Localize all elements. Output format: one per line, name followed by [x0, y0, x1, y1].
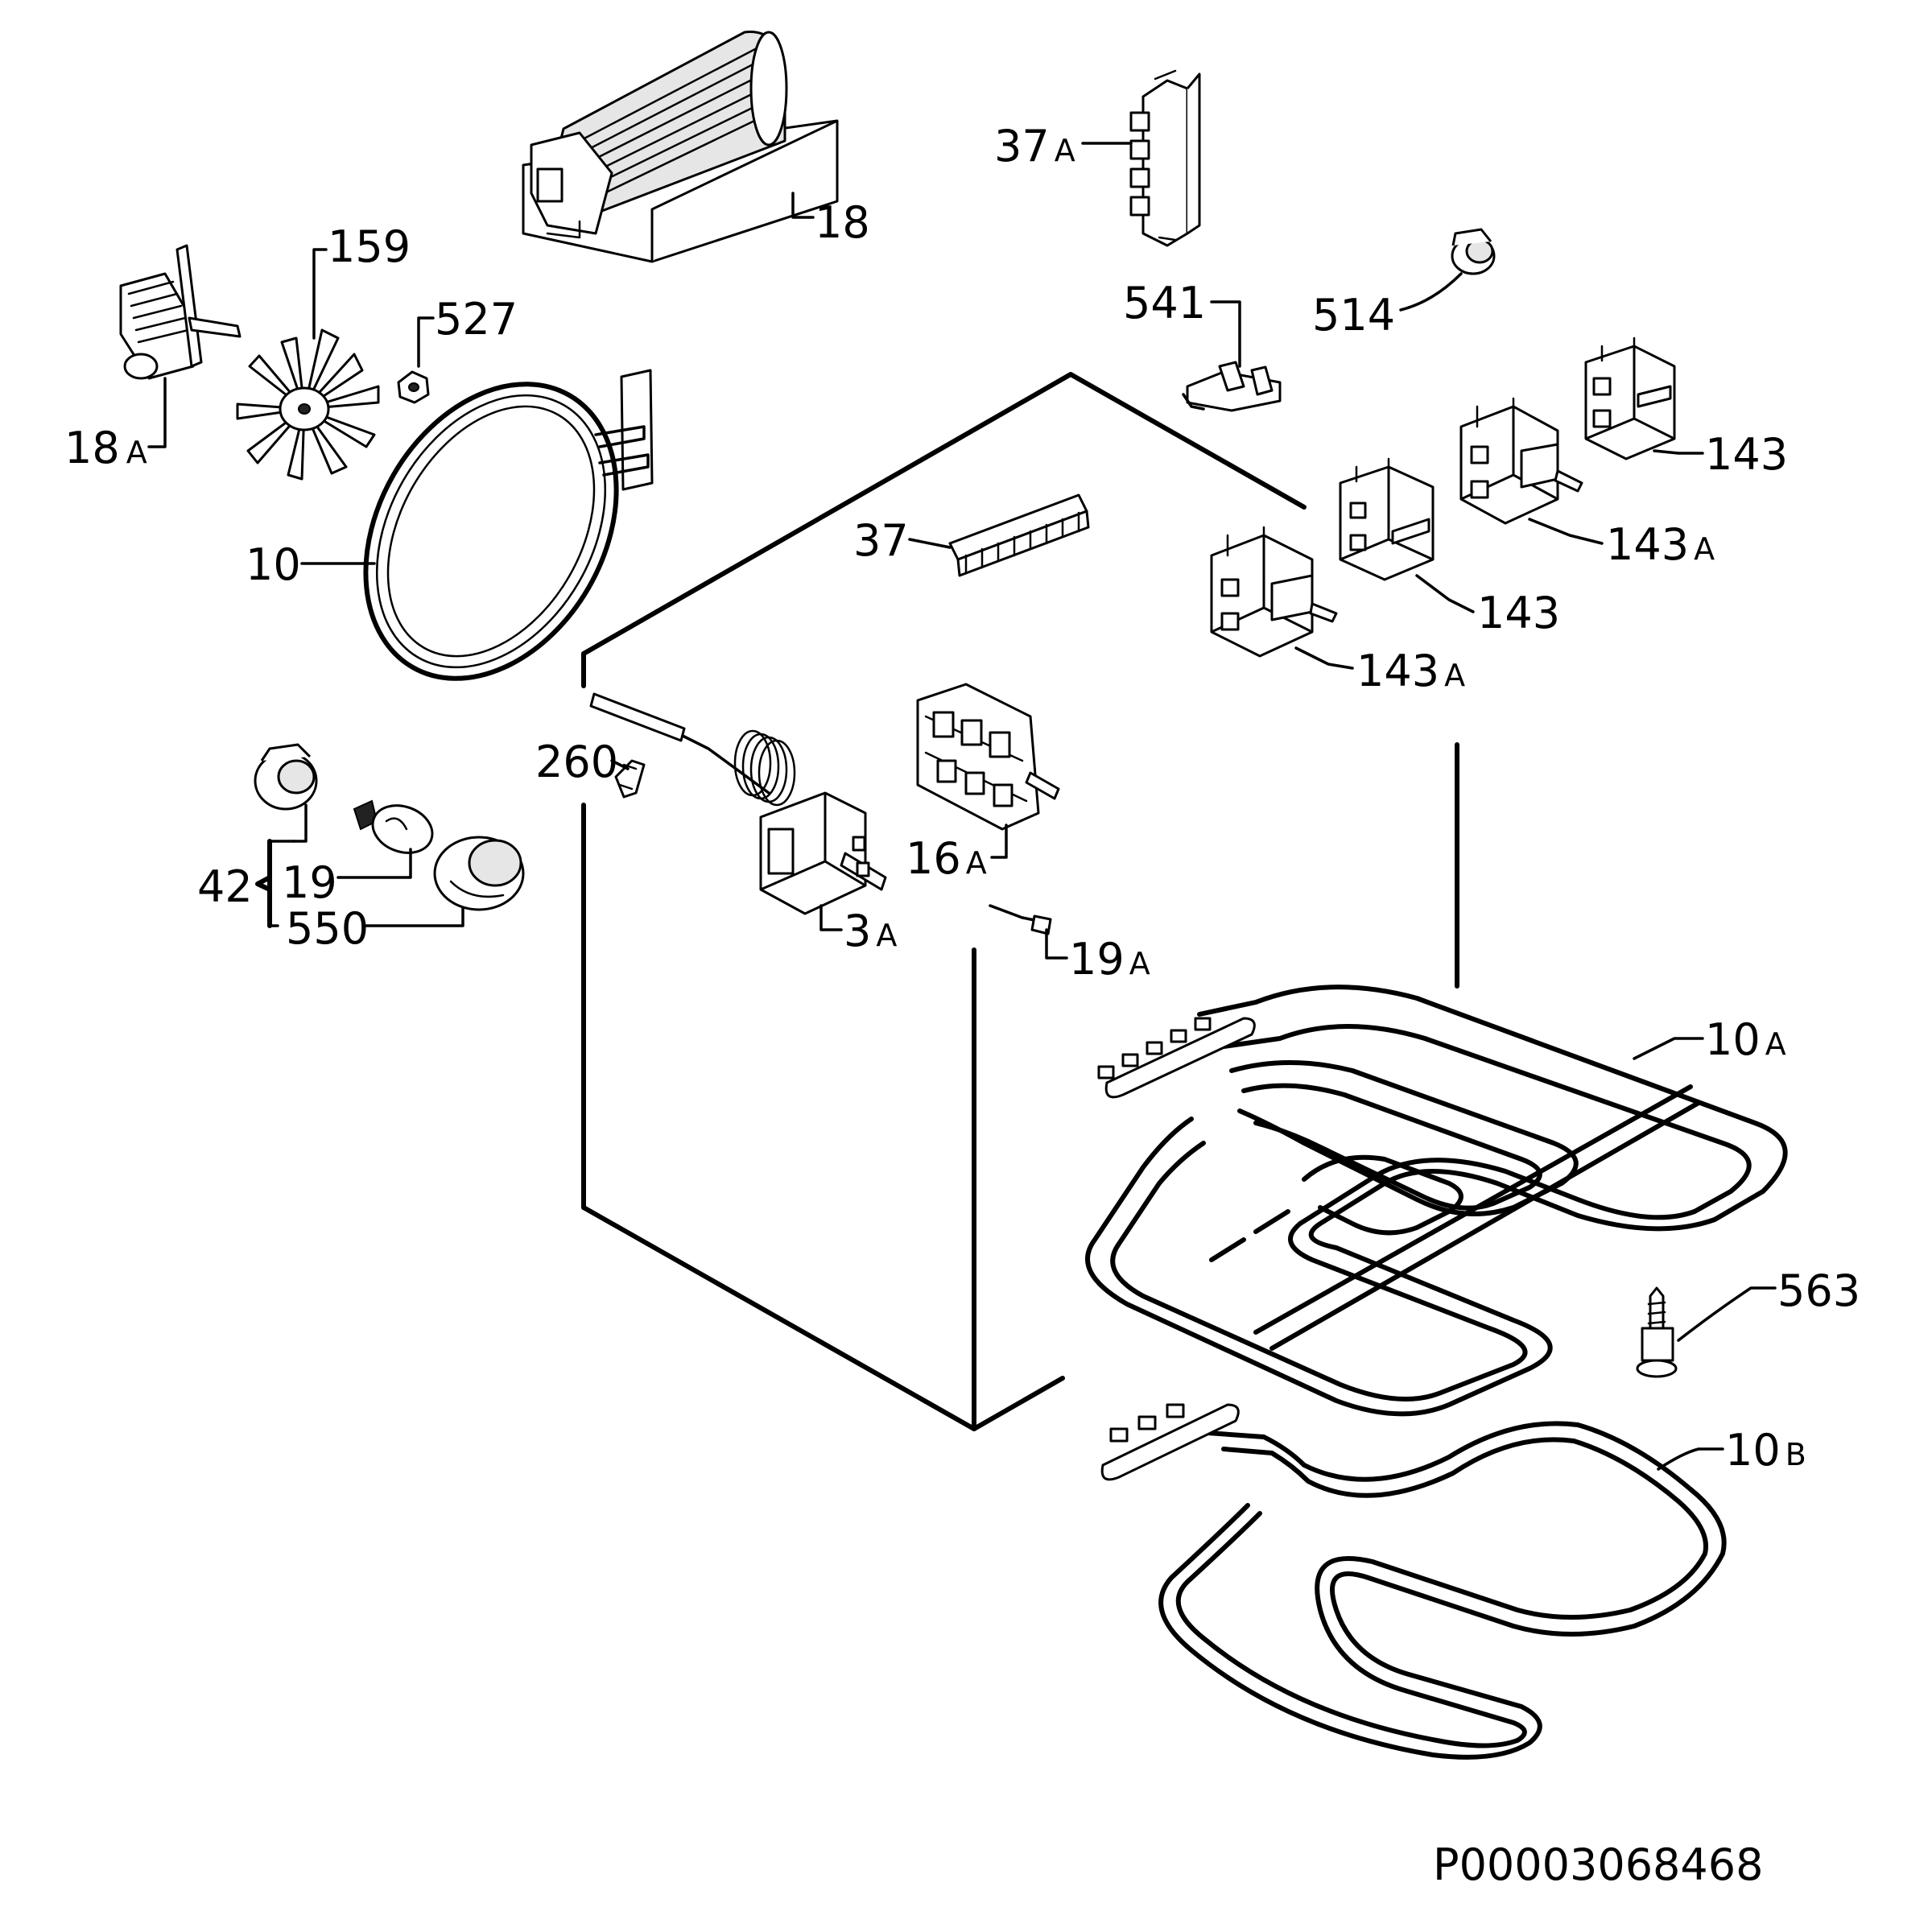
part-37-terminal-strip — [908, 493, 1090, 577]
label-260: 260 — [535, 737, 618, 787]
oven-cavity-box — [581, 372, 1459, 1431]
part-19a-sensor — [989, 904, 1068, 960]
label-550: 550 — [286, 903, 369, 954]
part-514-lamp-holder — [1399, 228, 1496, 312]
part-260-clip — [610, 759, 646, 799]
part-18a-fan-motor — [119, 244, 242, 448]
part-10-circular-heating-element — [300, 369, 654, 681]
part-563-foot — [1636, 1286, 1777, 1378]
part-10a-top-element — [1085, 985, 1788, 1417]
part-42-lamp-assembly — [254, 743, 525, 928]
label-541: 541 — [1123, 278, 1206, 328]
label-563: 563 — [1777, 1265, 1860, 1316]
part-16a-selector-switch — [916, 683, 1060, 859]
label-10: 10 — [246, 539, 301, 590]
label-527: 527 — [435, 294, 518, 345]
part-143-switch-top — [1584, 336, 1704, 460]
drawing-code: P00003068468 — [1433, 1839, 1763, 1890]
label-159: 159 — [328, 221, 411, 272]
part-143-switch-mid — [1339, 457, 1475, 613]
label-18: 18 — [815, 197, 870, 248]
label-42: 42 — [197, 861, 253, 912]
part-18-tangential-fan — [522, 31, 839, 263]
part-541-connector — [1182, 300, 1282, 412]
label-19: 19 — [282, 857, 337, 908]
part-143a-switch-mid — [1210, 526, 1354, 670]
label-514: 514 — [1312, 290, 1395, 341]
part-37a-terminal-block — [1081, 69, 1201, 247]
part-10b-bottom-element — [1100, 1403, 1727, 1760]
part-527-nut — [397, 316, 435, 404]
part-143a-switch-top — [1459, 397, 1604, 545]
label-37: 37 — [853, 515, 909, 566]
part-3a-thermostat — [589, 692, 887, 931]
part-159-fan-blade — [236, 248, 380, 481]
label-143-top: 143 — [1705, 429, 1788, 480]
label-143-mid: 143 — [1477, 588, 1560, 638]
